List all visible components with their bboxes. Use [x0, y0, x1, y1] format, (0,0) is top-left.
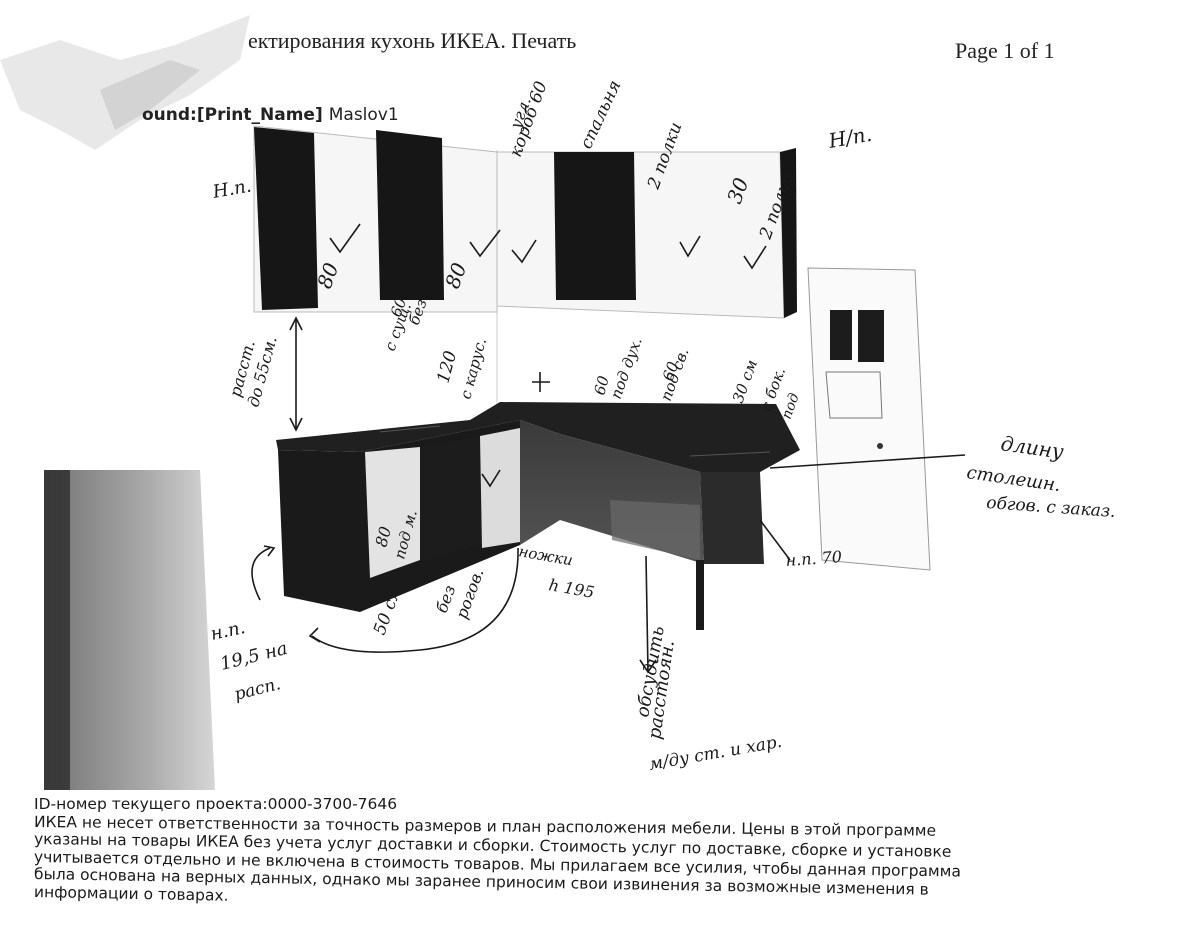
note-hp-left-2: 19,5 на	[218, 638, 289, 675]
base-door-dark	[420, 436, 482, 562]
note-length-3: обгов. с заказ.	[986, 493, 1117, 522]
note-base-80: 80	[372, 524, 396, 549]
disclaimer-footer: ID-номер текущего проекта:0000-3700-7646…	[34, 795, 1054, 904]
upper-cabinets-left	[253, 125, 498, 313]
note-counter-30-3: под	[779, 391, 803, 421]
door	[807, 267, 931, 571]
project-id: ID-номер текущего проекта:0000-3700-7646	[34, 795, 398, 813]
note-leg-1: ножки	[517, 542, 574, 569]
note-hp-left-3: расп.	[232, 674, 282, 705]
print-name-label: ound:[Print_Name]	[142, 105, 323, 125]
base-cabinets	[276, 402, 800, 630]
print-name-value: Maslov1	[328, 105, 399, 125]
base-end-unit	[700, 472, 764, 564]
print-name-field: ound:[Print_Name]Maslov1	[142, 105, 399, 125]
upper-cabinets-right	[496, 148, 797, 319]
kitchen-3d-render: Н.п. 80 80 Н/п. угл. короб 60 спальня 60…	[44, 80, 1117, 790]
upper-cabinet-door-3	[554, 152, 636, 300]
note-length-2: столешн.	[965, 462, 1062, 496]
note-bottom-3: м/ду ст. и хар.	[647, 732, 783, 775]
note-upper-left-hp: Н.п.	[210, 176, 253, 204]
dark-wall-shadow	[44, 470, 215, 790]
upper-cabinet-door-2	[376, 130, 444, 300]
note-mid-60-1: 60	[387, 295, 411, 320]
note-length-1: длину	[999, 431, 1065, 464]
page-number: Page 1 of 1	[955, 38, 1055, 63]
scan-artifact	[0, 15, 250, 150]
note-mid-120-1: 120	[434, 349, 462, 386]
note-hp-right: н.п. 70	[785, 547, 843, 570]
countertop	[276, 402, 800, 472]
note-hp-left-1: н.п.	[209, 617, 248, 645]
upper-cabinet-door-1	[254, 127, 318, 310]
upper-cabinet-end-panel	[780, 148, 797, 318]
print-header: ектирования кухонь ИКЕА. Печать Page 1 o…	[0, 0, 1180, 80]
note-top-corner-3: спальня 60	[576, 80, 637, 152]
note-counter-30-1: 30 см	[729, 357, 761, 405]
note-counter-60-2: под дух.	[607, 335, 646, 402]
base-door-light-1	[365, 447, 420, 578]
note-counter-60-3: 60	[659, 359, 683, 384]
note-mid-120-2: с карус.	[456, 336, 490, 401]
handwritten-annotations	[251, 223, 966, 674]
table-leg	[696, 560, 704, 630]
note-leg-2: h 195	[547, 575, 596, 602]
note-counter-60-1: 60	[590, 373, 612, 397]
note-upper-right-hp: Н/п.	[826, 122, 874, 153]
base-door-light-2	[480, 428, 520, 548]
print-header-title: ектирования кухонь ИКЕА. Печать	[248, 28, 577, 53]
